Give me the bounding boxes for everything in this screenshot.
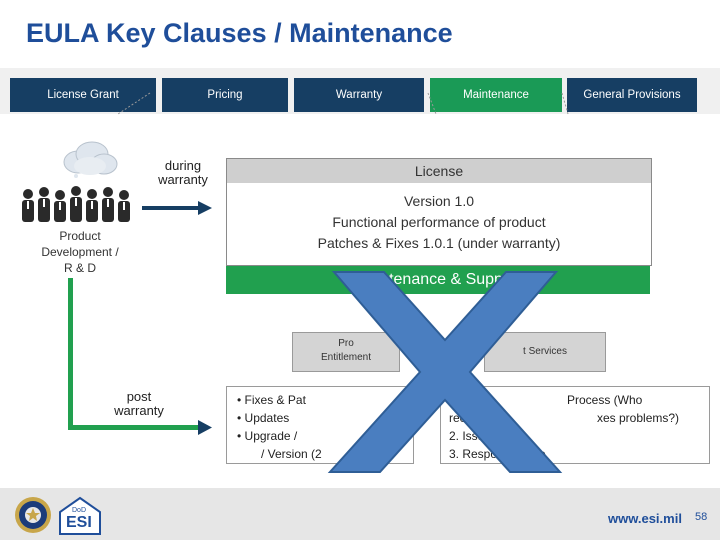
list-item: Process (Who (567, 393, 643, 407)
tab-label: General Provisions (583, 89, 681, 101)
rd-label-line: Development / (41, 245, 119, 259)
during-warranty-label: during warranty (148, 159, 218, 187)
tab-label: License Grant (47, 89, 119, 101)
support-services-box: t Services (484, 332, 606, 372)
rd-label-line: R & D (63, 261, 96, 275)
post-line: post (126, 389, 152, 404)
maintenance-list: • Fixes & Pat • Updates • Upgrade /e / V… (226, 386, 414, 464)
license-line: Patches & Fixes 1.0.1 (under warranty) (317, 235, 561, 251)
rd-label: Product Development / R & D (20, 228, 140, 276)
list-item: • Fixes & Pat (237, 393, 306, 407)
entitlement-box: Pro Entitlement (292, 332, 400, 372)
entitlement-line: Pro (338, 338, 354, 349)
post-line: warranty (114, 403, 164, 418)
tab-warranty[interactable]: Warranty (294, 78, 424, 112)
license-body: Version 1.0 Functional performance of pr… (227, 183, 651, 254)
tab-label: Maintenance (463, 89, 529, 101)
tab-license-grant[interactable]: License Grant (10, 78, 156, 112)
footer-url-link[interactable]: www.esi.mil (608, 511, 682, 526)
tab-maintenance[interactable]: Maintenance (430, 78, 562, 112)
license-heading: License (227, 159, 651, 183)
tab-pricing[interactable]: Pricing (162, 78, 288, 112)
page-title: EULA Key Clauses / Maintenance (26, 18, 453, 48)
thought-cloud-icon (63, 141, 118, 178)
list-item: • Updates (237, 411, 290, 425)
during-line: warranty (158, 172, 208, 187)
tab-label: Warranty (335, 89, 383, 101)
list-item: 3. Response Time (449, 447, 546, 461)
logo-small-text: DoD (72, 507, 87, 514)
page-number: 58 (695, 511, 708, 523)
rd-label-line: Product (59, 229, 101, 243)
list-item: 2. Issue Seve (449, 429, 522, 443)
tab-general-provisions[interactable]: General Provisions (567, 78, 697, 112)
license-box: License Version 1.0 Functional performan… (226, 158, 652, 266)
list-item: / Version (2 (261, 447, 322, 461)
license-line: Functional performance of product (332, 214, 546, 230)
tab-label: Pricing (207, 89, 243, 101)
maintenance-support-bar: Maintenance & Support (226, 266, 650, 294)
logo-text: ESI (66, 514, 92, 531)
entitlement-line: Entitlement (320, 352, 372, 363)
team-people-icon (22, 186, 130, 222)
license-line: Version 1.0 (403, 193, 475, 209)
footer-bar (0, 488, 720, 540)
esi-logo: DoD ESI (58, 496, 102, 536)
dod-seal-icon (15, 497, 51, 533)
list-item: • Upgrade /e (237, 429, 410, 443)
during-line: during (164, 158, 202, 173)
post-warranty-label: post warranty (104, 390, 174, 418)
